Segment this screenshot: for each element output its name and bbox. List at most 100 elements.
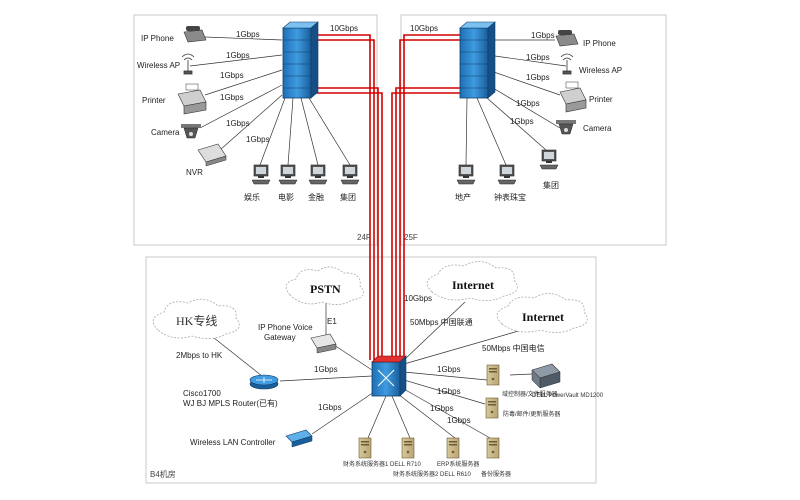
pc-icon [340, 164, 360, 185]
pc-icon [539, 149, 559, 170]
camera-icon [181, 124, 201, 139]
internet2-isp: 50Mbps 中国电信 [482, 343, 545, 353]
pc-icon [456, 164, 476, 185]
server-speed: 1Gbps [437, 365, 461, 374]
server-icon [401, 437, 415, 459]
floor24-pc-label: 金融 [308, 192, 324, 202]
server-speed: 1Gbps [447, 416, 471, 425]
bottom-server-label: 财务系统服务器1 DELL R710 [343, 460, 421, 468]
core-switch [371, 355, 407, 397]
voice-gateway-label-line1: IP Phone Voice [258, 323, 313, 332]
server-speed: 1Gbps [430, 404, 454, 413]
camera-icon [556, 120, 576, 135]
server-icon [446, 437, 460, 459]
floor25-printer-label: Printer [589, 95, 613, 104]
floor24-printer-label: Printer [142, 96, 166, 105]
storage-label: DELL PowerVault MD1200 [532, 393, 604, 399]
storage-icon [531, 363, 561, 389]
router-label-line2: WJ BJ MPLS Router(已有) [183, 398, 278, 408]
bottom-server-label: 备份服务器 [481, 470, 511, 478]
floor24-nvr-label: NVR [186, 168, 203, 177]
pc-icon [308, 164, 328, 185]
floor25-zone [400, 14, 667, 246]
wireless-ap-icon [560, 53, 574, 75]
floor24-camera-label: Camera [151, 128, 180, 137]
floor24-pc-label: 电影 [278, 192, 294, 202]
floor24-speed: 1Gbps [236, 30, 260, 39]
floor24-zone [133, 14, 378, 246]
floor25-camera-label: Camera [583, 124, 612, 133]
floor24-switch [282, 21, 319, 99]
voice-gateway-label-line2: Gateway [264, 333, 296, 342]
hk-link-label: 2Mbps to HK [176, 351, 223, 360]
e1-label: E1 [327, 317, 337, 326]
floor24-links [189, 36, 351, 166]
server-icon [486, 437, 500, 459]
bottom-server-label: 财务系统服务器2 DELL R610 [393, 470, 471, 478]
printer-icon [177, 83, 207, 115]
floor24-uplink-speed: 10Gbps [330, 24, 358, 33]
floor25-wireless-ap-label: Wireless AP [579, 66, 622, 75]
floor24-ip-phone-label: IP Phone [141, 34, 174, 43]
floor24-speed: 1Gbps [220, 93, 244, 102]
router-icon [249, 374, 279, 390]
printer-icon [559, 81, 587, 113]
floor25-speed: 1Gbps [516, 99, 540, 108]
server-icon [358, 437, 372, 459]
floor25-speed: 1Gbps [526, 53, 550, 62]
pstn-label: PSTN [310, 282, 341, 296]
ip-phone-icon [555, 30, 579, 47]
internet-cloud: Internet [426, 261, 518, 301]
b4-zone [145, 256, 597, 484]
floor25-speed: 1Gbps [531, 31, 555, 40]
floor24-speed: 1Gbps [246, 135, 270, 144]
floor25-ip-phone-label: IP Phone [583, 39, 616, 48]
right-server-label: 防毒/邮件/更新服务器 [503, 410, 560, 418]
floor25-pc-label: 集团 [543, 180, 559, 190]
floor24-speed: 1Gbps [220, 71, 244, 80]
pc-icon [251, 164, 271, 185]
floor25-speed: 1Gbps [526, 73, 550, 82]
internet2-label: Internet [522, 310, 564, 324]
floor24-pc-label: 娱乐 [244, 192, 260, 202]
router-label-line1: Cisco1700 [183, 389, 221, 398]
internet1-speed: 10Gbps [404, 294, 432, 303]
server-icon [485, 397, 499, 419]
floor25-uplink-speed: 10Gbps [410, 24, 438, 33]
floor24-speed: 1Gbps [226, 51, 250, 60]
gateway-speed: 1Gbps [314, 365, 338, 374]
floor24-speed: 1Gbps [226, 119, 250, 128]
core-links [203, 300, 533, 439]
floor25-switch [459, 21, 496, 99]
internet1-label: Internet [452, 278, 494, 292]
wlc-icon [285, 429, 313, 448]
right-server-label: 域控制器/文件服务器 [502, 390, 558, 398]
wlc-label: Wireless LAN Controller [190, 438, 276, 447]
floor24-wireless-ap-label: Wireless AP [137, 61, 180, 70]
pc-icon [497, 164, 517, 185]
pc-icon [278, 164, 298, 185]
server-icon [486, 364, 500, 386]
floor24-pc-label: 集团 [340, 192, 356, 202]
floor25-zone-label: 25F [404, 233, 418, 242]
floor25-links [465, 39, 567, 166]
floor25-pc-label: 地产 [455, 192, 471, 202]
server-speed: 1Gbps [437, 387, 461, 396]
voice-gateway-icon [310, 333, 337, 354]
b4-zone-label: B4机房 [150, 469, 176, 479]
nvr-icon [197, 143, 227, 167]
floor25-pc-label: 钟表珠宝 [494, 192, 526, 202]
wireless-ap-icon [181, 53, 195, 75]
bottom-server-label: ERP系统服务器 [437, 460, 479, 468]
hk-cloud: HK专线 [152, 298, 240, 339]
wlc-speed: 1Gbps [318, 403, 342, 412]
internet1-isp: 50Mbps 中国联通 [410, 317, 473, 327]
ip-phone-icon [183, 26, 207, 43]
floor25-speed: 1Gbps [510, 117, 534, 126]
hk-cloud-label: HK专线 [176, 313, 217, 328]
floor24-zone-label: 24F [357, 233, 371, 242]
uplink-cables [312, 34, 460, 360]
pstn-cloud: PSTN [285, 266, 364, 305]
